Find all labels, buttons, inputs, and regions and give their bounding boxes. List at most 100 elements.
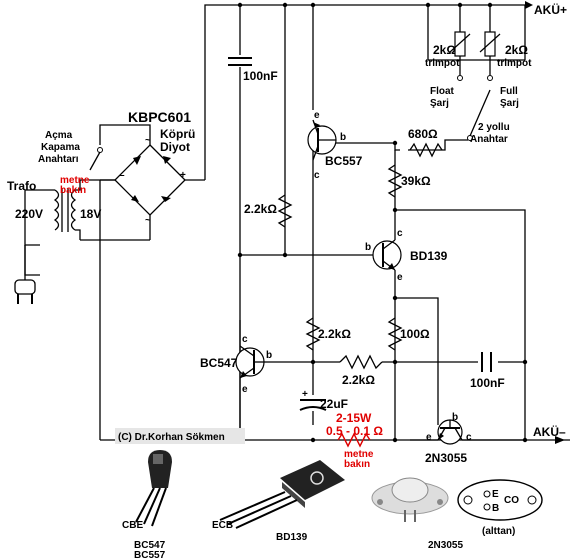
trim2-sub: trimpot [497, 58, 532, 69]
svg-text:c: c [314, 170, 320, 181]
r2k2b-label: 2.2kΩ [318, 327, 351, 341]
r680-label: 680Ω [408, 127, 438, 141]
bridge-rectifier: ~ ~ – + [100, 135, 205, 226]
trim2-label: 2kΩ [505, 43, 528, 57]
pkg-2n-label: 2N3055 [428, 540, 463, 551]
bridge-name-1: Köprü [160, 127, 195, 141]
v220-label: 220V [15, 207, 43, 221]
bridge-minus: – [119, 170, 125, 181]
cap-mid-label: 100nF [470, 376, 505, 390]
rsense-note-1: metne [344, 449, 374, 460]
bd-pins: ECB [212, 520, 233, 531]
trafo-note-1: metne [60, 175, 90, 186]
ac-tilde-top: ~ [145, 135, 151, 146]
bc547-label: BC547 [200, 356, 238, 370]
transistor-bc557 [307, 119, 337, 161]
r100-label: 100Ω [400, 327, 430, 341]
pkg-bottom-label: (alttan) [482, 526, 515, 537]
transformer [53, 179, 100, 240]
bridge-part-label: KBPC601 [128, 109, 191, 125]
copyright-box: (C) Dr.Korhan Sökmen [115, 428, 245, 444]
plug-icon [14, 270, 36, 304]
package-bottom-view: E B CO (alttan) [457, 479, 543, 537]
switch-label-3: Anahtarı [38, 154, 79, 165]
rsense-label-2: 0.5 - 0.1 Ω [326, 424, 383, 438]
resistor-2k2-a [277, 194, 293, 228]
svg-text:b: b [452, 412, 458, 423]
pkg-bd-label: BD139 [276, 532, 308, 543]
trafo-note-2: bakın [60, 185, 86, 196]
ac-tilde-bottom: ~ [145, 215, 151, 226]
bc-pins: CBE [122, 520, 143, 531]
svg-text:e: e [314, 110, 320, 121]
package-bc547: CBE BC547 BC557 [122, 450, 172, 560]
resistor-39k [387, 164, 403, 198]
float-label-1: Float [430, 86, 455, 97]
wires [24, 4, 570, 441]
svg-text:b: b [266, 350, 272, 361]
switch2-label-2: Anahtar [470, 134, 508, 145]
transistor-2n3055 [437, 419, 463, 445]
svg-text:b: b [340, 132, 346, 143]
trimpot-float [449, 31, 471, 57]
full-label-2: Şarj [500, 98, 519, 109]
resistor-100 [387, 317, 403, 351]
trim1-label: 2kΩ [433, 43, 456, 57]
trim1-sub: trimpot [425, 58, 460, 69]
svg-text:E: E [492, 489, 499, 500]
copyright-text: (C) Dr.Korhan Sökmen [118, 432, 225, 443]
pkg-bc-2: BC557 [134, 550, 166, 560]
capacitor-22uf: + [298, 389, 328, 411]
svg-text:e: e [242, 384, 248, 395]
aku-plus-label: AKÜ+ [534, 2, 567, 17]
svg-text:c: c [466, 432, 472, 443]
package-2n3055: 2N3055 [371, 477, 463, 551]
resistor-680 [409, 142, 443, 158]
aku-minus-arrow [555, 436, 565, 444]
pkg-bc-1: BC547 [134, 540, 166, 551]
trimpot-full [479, 31, 501, 57]
v18-label: 18V [80, 207, 101, 221]
package-bd139: ECB BD139 [212, 460, 345, 543]
bd139-label: BD139 [410, 249, 448, 263]
rsense-label-1: 2-15W [336, 411, 372, 425]
switch2-label-1: 2 yollu [478, 122, 510, 133]
cap-22u-label: 22uF [320, 397, 348, 411]
svg-text:c: c [242, 334, 248, 345]
transistor-bc547 [235, 345, 270, 379]
resistor-2k2-c [339, 354, 383, 370]
svg-text:b: b [365, 242, 371, 253]
svg-text:B: B [492, 503, 499, 514]
svg-text:CO: CO [504, 495, 519, 506]
2n3055-label: 2N3055 [425, 451, 467, 465]
pin-letters: e b c c b e c b e b e c [242, 110, 472, 443]
aku-plus-arrow [525, 1, 533, 9]
float-label-2: Şarj [430, 98, 449, 109]
power-switch [89, 147, 103, 171]
r2k2a-label: 2.2kΩ [244, 202, 277, 216]
cap-plus: + [302, 389, 308, 400]
svg-text:e: e [426, 432, 432, 443]
r39k-label: 39kΩ [401, 174, 431, 188]
svg-text:c: c [397, 228, 403, 239]
resistor-sense [337, 432, 371, 448]
capacitor-100nf-mid [478, 350, 498, 374]
transistor-bd139 [372, 239, 402, 271]
aku-minus-label: AKÜ– [533, 424, 566, 439]
trafo-label: Trafo [7, 179, 36, 193]
bridge-name-2: Diyot [160, 140, 190, 154]
switch-label-1: Açma [45, 130, 73, 141]
switch-label-2: Kapama [41, 142, 80, 153]
svg-text:e: e [397, 272, 403, 283]
cap-top-label: 100nF [243, 69, 278, 83]
bc557-label: BC557 [325, 154, 363, 168]
capacitor-100nf-top [225, 55, 255, 67]
switch-2way [457, 75, 493, 141]
bridge-plus: + [180, 170, 186, 181]
full-label-1: Full [500, 86, 518, 97]
r2k2c-label: 2.2kΩ [342, 373, 375, 387]
resistor-2k2-b [305, 317, 321, 351]
rsense-note-2: bakın [344, 459, 370, 470]
